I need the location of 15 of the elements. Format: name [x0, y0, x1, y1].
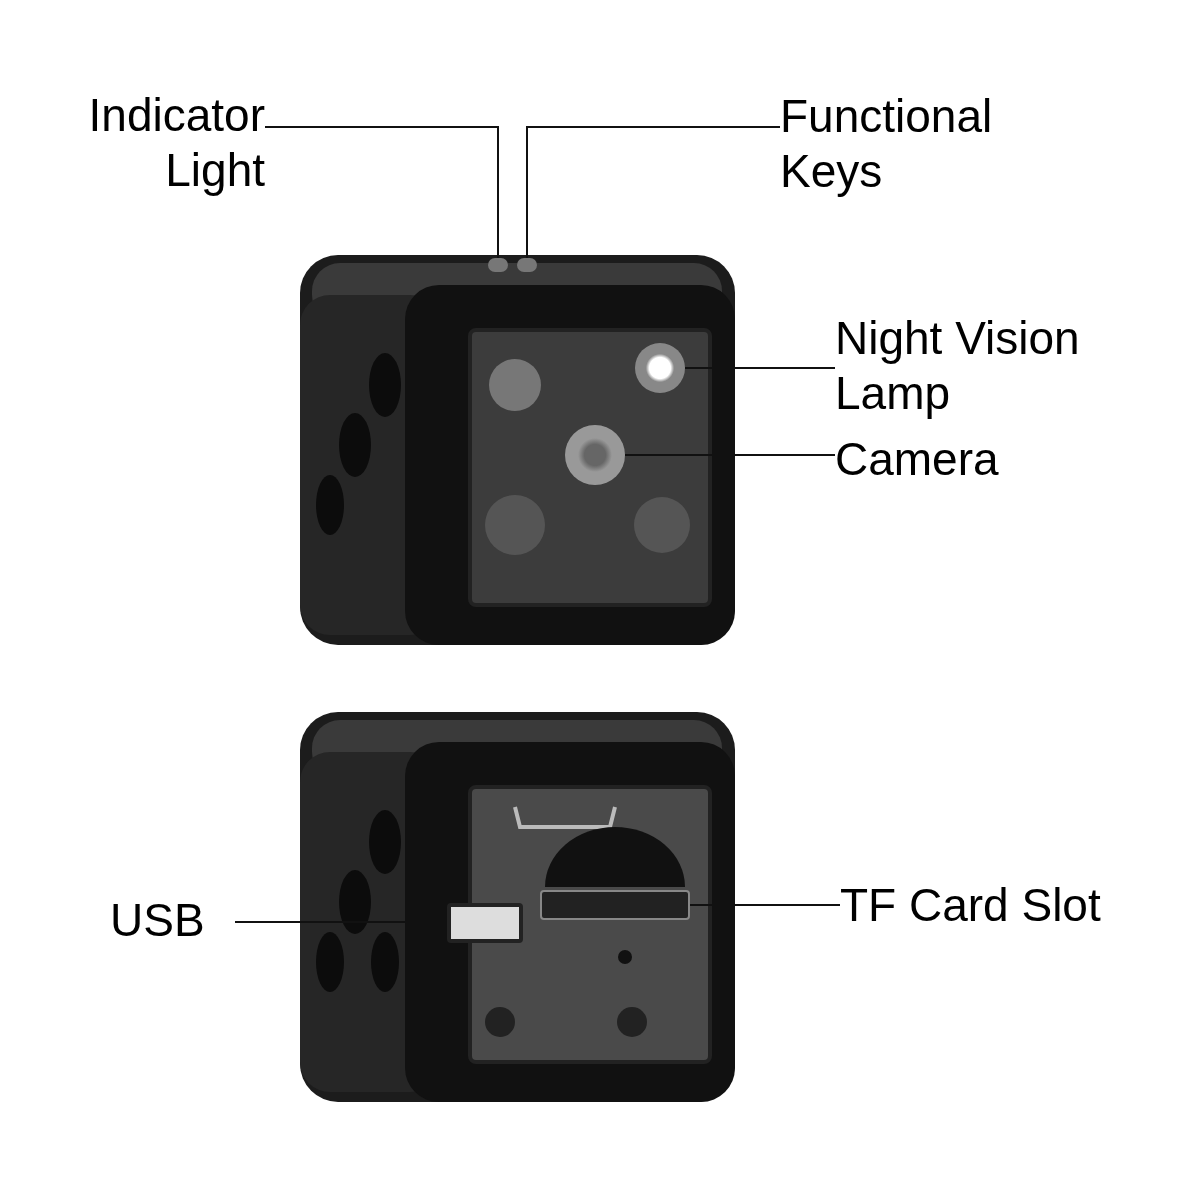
leader-line [684, 367, 836, 369]
usb-port [447, 903, 523, 943]
leader-line [689, 904, 841, 906]
callout-label: Functional Keys [780, 88, 994, 199]
callout-label: Indicator Light [87, 87, 265, 198]
indicator-light-hole [488, 258, 508, 272]
function-key [517, 258, 537, 272]
callout-label: Camera [835, 432, 999, 488]
card-slot [540, 890, 690, 920]
callout-label: USB [110, 893, 205, 949]
leader-line [624, 454, 836, 456]
leader-line [264, 126, 499, 259]
callout-label: Night Vision Lamp [835, 310, 1081, 421]
leader-line [526, 126, 781, 259]
callout-label: TF Card Slot [840, 878, 1101, 934]
